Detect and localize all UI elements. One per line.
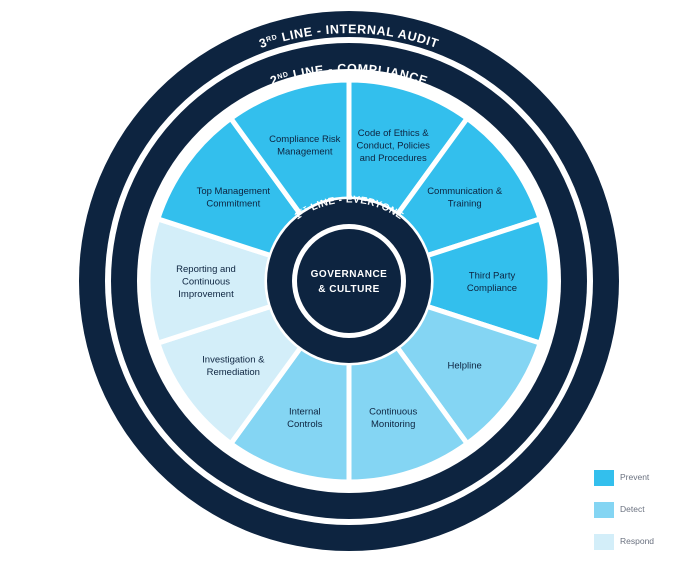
segment-label-line: Code of Ethics &	[358, 128, 429, 139]
segment-label-line: Monitoring	[371, 419, 415, 430]
segment-label-line: Conduct, Policies	[356, 140, 430, 151]
legend-label: Prevent	[620, 472, 650, 482]
segment-label-line: Reporting and	[176, 264, 236, 275]
segment-label-line: Top Management	[197, 186, 271, 197]
segment-label-line: Management	[277, 147, 333, 158]
center-title-line1: GOVERNANCE	[311, 269, 388, 280]
segments-group: Code of Ethics &Conduct, Policies and Pro…	[145, 77, 553, 485]
segment-label: Helpline	[448, 361, 482, 372]
segment-label-line: Compliance Risk	[269, 134, 341, 145]
segment-label-line: Continuous	[182, 277, 230, 288]
segment-label-line: Remediation	[207, 367, 260, 378]
segment-label-line: Communication &	[427, 186, 503, 197]
segment-label-line: Controls	[287, 419, 323, 430]
legend-swatch-respond	[594, 534, 614, 550]
legend-item-prevent: Prevent	[594, 470, 694, 496]
segment-label-line: and Procedures	[360, 153, 427, 164]
segment-label-line: Internal	[289, 406, 321, 417]
legend-item-detect: Detect	[594, 502, 694, 528]
legend-item-respond: Respond	[594, 534, 694, 560]
segment-label: Communication & Training	[427, 186, 503, 210]
segment-label-line: Third Party	[469, 270, 516, 281]
segment-label-line: Continuous	[369, 406, 417, 417]
segment-label-line: Helpline	[448, 361, 482, 372]
segment-label-line: Improvement	[178, 289, 234, 300]
segment-label-line: Compliance	[467, 283, 517, 294]
legend: Prevent Detect Respond	[594, 470, 694, 566]
legend-swatch-detect	[594, 502, 614, 518]
segment-label-line: Training	[448, 199, 482, 210]
segment-label: Investigation & Remediation	[202, 354, 265, 378]
segment-label-line: Investigation &	[202, 354, 265, 365]
legend-swatch-prevent	[594, 470, 614, 486]
legend-label: Respond	[620, 536, 655, 546]
center-title-line2: & CULTURE	[318, 284, 380, 295]
legend-label: Detect	[620, 504, 645, 514]
segment-label: Code of Ethics &Conduct, Policies and Pro…	[356, 128, 430, 164]
center-circle	[297, 229, 401, 333]
segment-label-line: Commitment	[206, 199, 260, 210]
